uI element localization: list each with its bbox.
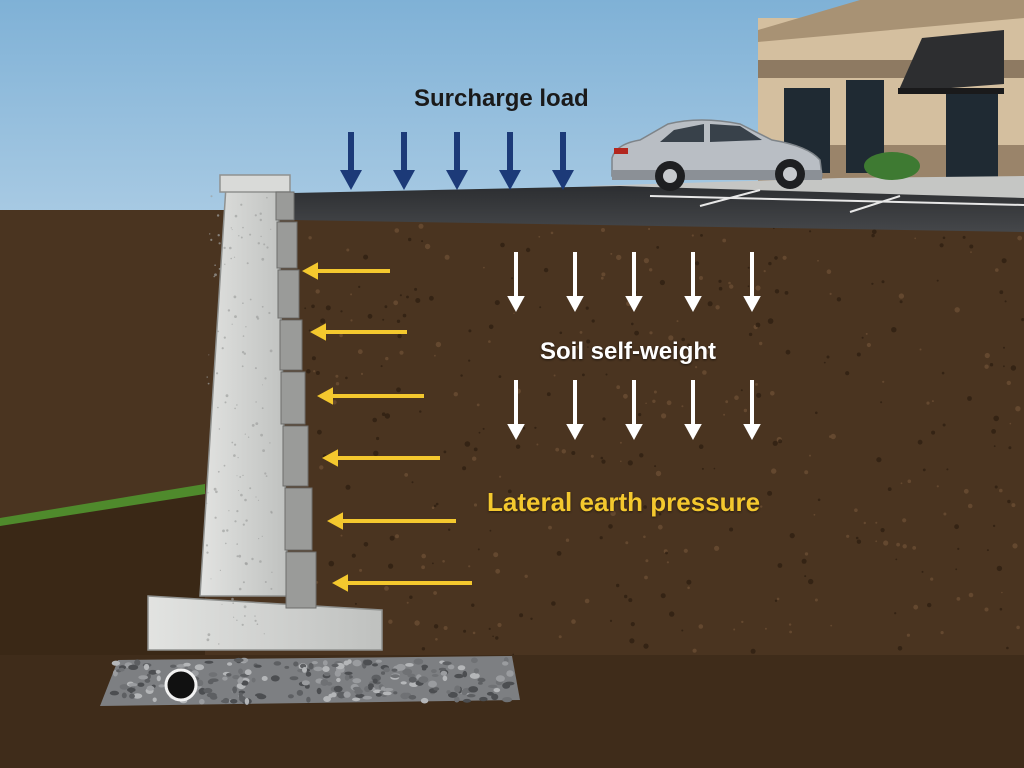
wall-facing-blocks <box>275 191 317 609</box>
surcharge-load-arrows <box>340 132 574 190</box>
wall-block <box>280 371 306 425</box>
parked-car <box>611 119 823 191</box>
lateral-arrow <box>310 323 407 341</box>
self-weight-arrow <box>507 380 525 440</box>
lateral-arrow <box>302 262 390 280</box>
parking-stripe <box>699 189 761 207</box>
soil-self-weight-label: Soil self-weight <box>540 338 717 365</box>
wall-block <box>285 551 317 609</box>
surcharge-arrow <box>499 132 521 190</box>
parking-asphalt <box>292 186 1024 232</box>
lateral-arrow <box>322 449 440 467</box>
lateral-arrow <box>332 574 472 592</box>
grass-slope <box>0 484 205 526</box>
wall-cap <box>219 174 291 193</box>
shrub <box>864 152 920 180</box>
self-weight-arrow <box>566 252 584 312</box>
self-weight-arrow <box>507 252 525 312</box>
lateral-arrow <box>327 512 456 530</box>
wall-block <box>284 487 313 551</box>
self-weight-arrow <box>625 252 643 312</box>
soil-texture <box>3 223 1024 767</box>
surcharge-arrow <box>393 132 415 190</box>
wall-block <box>279 319 303 371</box>
self-weight-arrow <box>743 380 761 440</box>
wall-block <box>275 191 295 221</box>
wall-block <box>276 221 298 269</box>
wall-block <box>282 425 309 487</box>
surcharge-load-label: Surcharge load <box>414 85 589 112</box>
surcharge-arrow <box>552 132 574 190</box>
concrete-texture <box>205 195 273 645</box>
parking-stripe <box>649 195 1024 206</box>
soil-self-weight-arrows <box>507 252 761 440</box>
self-weight-arrow <box>684 252 702 312</box>
self-weight-arrow <box>743 252 761 312</box>
surcharge-arrow <box>446 132 468 190</box>
surcharge-arrow <box>340 132 362 190</box>
self-weight-arrow <box>625 380 643 440</box>
retaining-wall <box>147 174 383 651</box>
lateral-earth-pressure-arrows <box>302 262 472 592</box>
parking-stripe <box>849 195 901 213</box>
lateral-arrow <box>317 387 424 405</box>
drain-pipe <box>164 668 198 702</box>
wall-block <box>277 269 300 319</box>
self-weight-arrow <box>684 380 702 440</box>
lateral-earth-pressure-label: Lateral earth pressure <box>487 487 761 517</box>
self-weight-arrow <box>566 380 584 440</box>
gravel-texture <box>109 657 515 705</box>
